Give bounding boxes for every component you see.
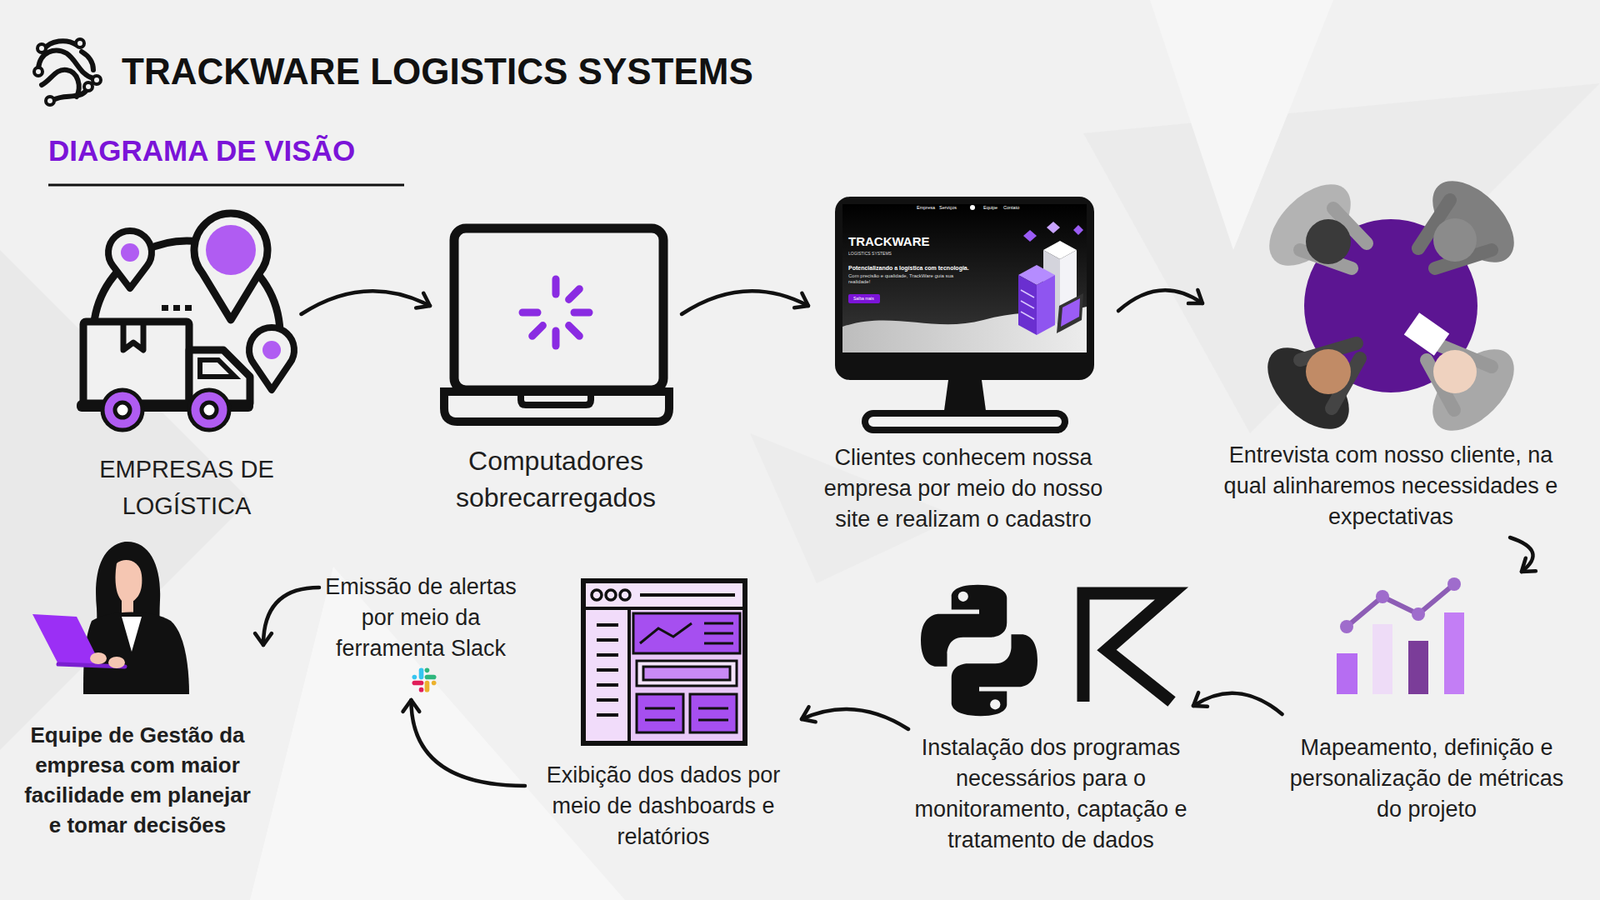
flow-arrow [1118, 290, 1203, 311]
flow-step: Emissão de alertas por meio da ferrament… [324, 571, 518, 695]
diagram-title: TRACKWARE LOGISTICS SYSTEMS [121, 50, 754, 95]
text-label: Potencializando a logística com tecnolog… [848, 265, 970, 272]
icon-space [77, 209, 297, 429]
arrow-head [1521, 558, 1536, 572]
step-text-box: Computadores sobrecarregados [435, 442, 677, 516]
icon-space [834, 196, 1094, 431]
arrow-head [1188, 290, 1203, 304]
text-label: DIAGRAMA DE VISÃO [48, 133, 355, 169]
step-text: Clientes conhecem nossa empresa por meio… [824, 445, 1104, 532]
flow-arrow [255, 587, 320, 645]
step-text-box: Equipe de Gestão da empresa com maior fa… [16, 720, 259, 840]
flow-arrow [1510, 537, 1536, 572]
title-underline [48, 184, 405, 187]
text-label: Serviços [939, 205, 957, 211]
flow-step: Instalação dos programas necessários par… [913, 586, 1189, 856]
icon-space [1277, 191, 1505, 419]
flow-step: EMPRESAS DE LOGÍSTICA [77, 209, 297, 525]
flow-step: Equipe de Gestão da empresa com maior fa… [16, 535, 259, 840]
logistics-icon [76, 213, 295, 430]
step-text-box: Clientes conhecem nossa empresa por meio… [813, 442, 1114, 535]
flow-arrow [1193, 692, 1283, 715]
step-text-box: Emissão de alertas por meio da ferrament… [324, 571, 518, 695]
step-text-box: Instalação dos programas necessários par… [913, 732, 1189, 856]
step-text: Exibição dos dados por meio de dashboard… [546, 762, 781, 850]
text-label: Com precisão e qualidade, TrackWare guia… [848, 273, 974, 285]
arrow-line [1193, 693, 1283, 715]
step-text: Equipe de Gestão da empresa com maior fa… [24, 722, 251, 838]
meeting-icon [1253, 166, 1530, 446]
step-text: Instalação dos programas necessários par… [914, 735, 1187, 853]
icon-space [58, 535, 217, 695]
flow-arrow [301, 290, 431, 315]
step-text-box: Mapeamento, definição e personalização d… [1287, 732, 1567, 825]
step-text: EMPRESAS DE LOGÍSTICA [99, 455, 275, 520]
step-text-box: EMPRESAS DE LOGÍSTICA [86, 450, 287, 525]
step-text: Mapeamento, definição e personalização d… [1290, 735, 1565, 822]
text-label: Contato [1003, 205, 1020, 211]
arrow-head [415, 293, 430, 309]
text-label: Equipe [983, 205, 998, 211]
arrow-head [403, 700, 420, 712]
flow-arrow [403, 700, 525, 786]
flow-step: Computadores sobrecarregados [435, 225, 677, 516]
company-logo [34, 39, 101, 105]
chart-icon [1336, 577, 1465, 695]
dashboard-icon [583, 580, 745, 744]
arrow-line [1118, 290, 1203, 311]
flow-step: Mapeamento, definição e personalização d… [1287, 576, 1567, 825]
arrow-head [255, 633, 272, 645]
arrow-head [794, 293, 809, 308]
flow-arrow [801, 706, 909, 730]
flow-step: Exibição dos dados por meio de dashboard… [530, 579, 797, 853]
arrow-head [801, 706, 816, 722]
flow-step: Clientes conhecem nossa empresa por meio… [813, 196, 1114, 535]
step-text: Entrevista com nosso cliente, na qual al… [1224, 442, 1559, 530]
icon-space [1360, 576, 1494, 695]
step-text: Computadores sobrecarregados [455, 445, 656, 513]
text-label: LOGISTICS SYSTEMS [848, 250, 892, 256]
monitor-icon [835, 196, 1095, 430]
icon-space [580, 579, 746, 745]
arrow-head [1193, 692, 1208, 707]
step-text-box: Entrevista com nosso cliente, na qual al… [1207, 440, 1575, 533]
text-label: Saiba mais [853, 295, 875, 301]
arrow-line [681, 290, 809, 315]
icon-space [920, 586, 1181, 715]
step-text-box: Exibição dos dados por meio de dashboard… [530, 760, 797, 853]
arrow-line [801, 709, 909, 730]
arrow-line [410, 700, 525, 786]
flow-step: Entrevista com nosso cliente, na qual al… [1207, 191, 1575, 533]
icon-space [439, 225, 674, 429]
slack-logo [410, 665, 439, 695]
manager-icon [32, 541, 190, 695]
arrow-line [301, 290, 431, 315]
text-label: Empresa [916, 205, 935, 211]
flow-arrow [681, 290, 809, 315]
step-text: Emissão de alertas por meio da ferrament… [325, 574, 517, 661]
text-label: TRACKWARE [848, 234, 930, 250]
python-logo [920, 585, 1038, 717]
k-logo [1083, 593, 1172, 702]
laptop-icon [444, 228, 670, 422]
